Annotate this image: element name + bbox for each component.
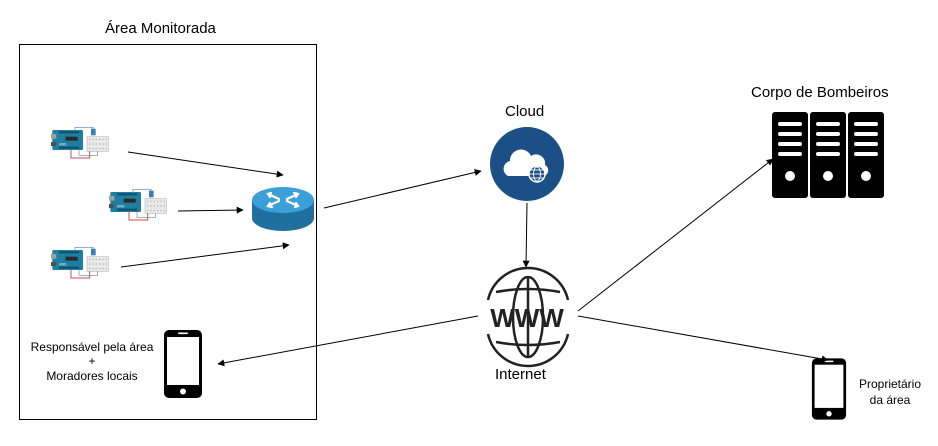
smartphone-icon-responsible [164, 330, 202, 398]
arrow-internet-firedept [577, 158, 774, 312]
sensor-node-3 [50, 246, 110, 279]
owner-line1: Proprietário [858, 377, 922, 391]
owner-line2: da área [869, 392, 911, 407]
fire-department-label: Corpo de Bombeiros [751, 84, 889, 101]
cloud-icon [490, 127, 564, 201]
sensor-node-1 [50, 126, 110, 159]
connections [120, 151, 829, 367]
www-globe-icon: WWW [486, 266, 570, 368]
router-icon [252, 187, 314, 231]
cloud-label: Cloud [505, 103, 545, 120]
internet-label: Internet [495, 366, 546, 383]
responsible-label: Responsável pela área + Moradores locais [26, 340, 158, 383]
responsible-line2: Moradores locais [46, 368, 138, 383]
responsible-plus: + [88, 354, 96, 369]
responsible-line1: Responsável pela área [30, 340, 154, 354]
sensor-node-2 [108, 188, 168, 221]
arrow-internet-responsible [217, 315, 479, 367]
arrow-sensor1-router [127, 151, 284, 178]
arrow-sensor3-router [120, 242, 290, 268]
arrow-internet-owner [577, 315, 829, 363]
smartphone-icon-owner [811, 358, 847, 420]
monitored-area-box [19, 44, 317, 420]
server-rack-icon [772, 112, 884, 198]
arrow-sensor2-router [177, 206, 244, 214]
arrow-router-cloud [323, 169, 482, 209]
arrow-cloud-internet [522, 202, 530, 268]
owner-label: Proprietário da área [850, 377, 930, 408]
www-text: WWW [490, 303, 564, 333]
monitored-area-title: Área Monitorada [105, 20, 216, 37]
